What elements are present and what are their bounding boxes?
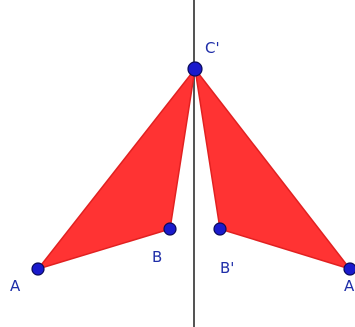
label-a: A	[10, 277, 21, 295]
point-c-prime[interactable]	[187, 61, 203, 77]
triangle-reflected[interactable]	[194, 68, 351, 270]
label-c-prime: C'	[205, 39, 220, 57]
point-b-prime[interactable]	[213, 222, 227, 236]
point-b[interactable]	[163, 222, 177, 236]
point-a-prime[interactable]	[343, 262, 355, 276]
label-b: B	[152, 248, 162, 266]
label-a-prime: A'	[344, 277, 355, 295]
label-b-prime: B'	[220, 259, 234, 277]
triangle-original[interactable]	[37, 68, 196, 270]
point-a[interactable]	[31, 262, 45, 276]
